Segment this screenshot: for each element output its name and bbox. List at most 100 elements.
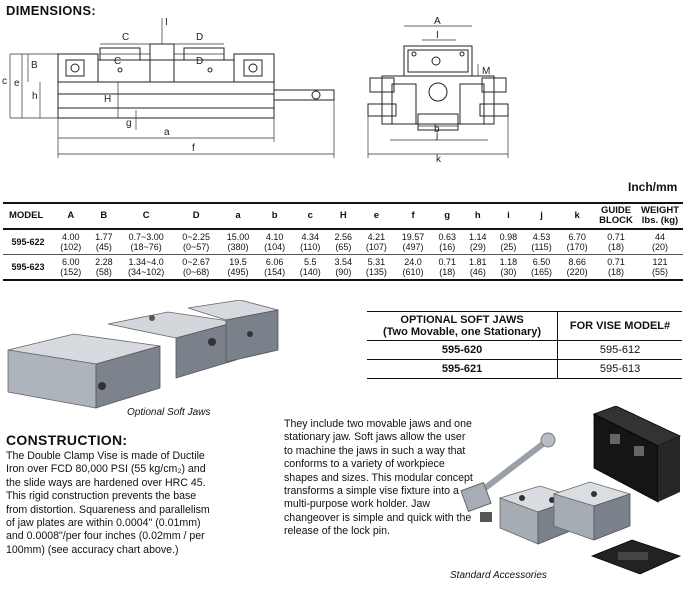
label-M: M: [482, 66, 490, 77]
dims-value-cell: 0.71(18): [595, 229, 637, 255]
dims-value-cell: 4.00(102): [53, 229, 89, 255]
dims-header-g: g: [431, 202, 463, 230]
dims-mm-value: (610): [402, 267, 424, 277]
dims-header-H: H: [328, 202, 359, 230]
dims-value-cell: 1.81(46): [462, 254, 494, 281]
dimensions-heading: DIMENSIONS:: [6, 3, 96, 18]
dims-mm-value: (20): [651, 242, 668, 252]
dims-header-c: c: [292, 202, 329, 230]
dims-value-cell: 0~2.25(0~57): [173, 229, 220, 255]
dims-value-cell: 24.0(610): [394, 254, 432, 281]
dims-value-cell: 19.57(497): [394, 229, 432, 255]
label-j: j: [435, 130, 438, 141]
label-k: k: [436, 154, 442, 164]
dims-mm-value: (46): [469, 267, 486, 277]
dims-inch-value: 44: [654, 232, 665, 242]
label-H: H: [104, 94, 111, 105]
soft-jaws-header-line2: (Two Movable, one Stationary): [382, 326, 542, 338]
dims-inch-value: 19.57: [401, 232, 425, 242]
dims-inch-value: 0.7~3.00: [128, 232, 164, 242]
dims-inch-value: 0.98: [499, 232, 518, 242]
dims-model-cell: 595-623: [3, 254, 53, 281]
dims-value-cell: 1.14(29): [462, 229, 494, 255]
dims-mm-value: (152): [60, 267, 82, 277]
dims-value-cell: 1.77(45): [88, 229, 120, 255]
dims-mm-value: (16): [439, 242, 456, 252]
dims-header-h: h: [462, 202, 494, 230]
label-C-top: C: [122, 32, 129, 43]
dims-inch-value: 1.77: [95, 232, 113, 242]
dims-inch-value: 1.14: [469, 232, 487, 242]
dims-mm-value: (90): [335, 267, 352, 277]
optional-soft-jaws-image: [7, 300, 279, 409]
dims-mm-value: (165): [531, 267, 553, 277]
dims-value-cell: 5.5(140): [292, 254, 329, 281]
soft-jaw-block-3: [187, 300, 279, 363]
dims-header-model: MODEL: [3, 202, 53, 230]
label-c: c: [2, 76, 7, 87]
dims-mm-value: (25): [500, 242, 517, 252]
dims-mm-value: (65): [335, 242, 352, 252]
dims-inch-value: 121: [652, 257, 668, 267]
dims-mm-value: (102): [60, 242, 82, 252]
black-guide-block: [590, 539, 682, 575]
dims-mm-value: (107): [365, 242, 387, 252]
dims-value-cell: 8.66(220): [559, 254, 595, 281]
dims-value-cell: 4.10(104): [256, 229, 293, 255]
dims-value-cell: 4.34(110): [292, 229, 329, 255]
dims-inch-value: 1.18: [499, 257, 518, 267]
dims-mm-value: (135): [365, 267, 387, 277]
dims-value-cell: 0.98(25): [493, 229, 524, 255]
dims-value-cell: 2.28(58): [88, 254, 120, 281]
dims-inch-value: 0~2.25: [182, 232, 211, 242]
label-A: A: [434, 16, 441, 27]
dims-header-k: k: [559, 202, 595, 230]
vise-model: 595-612: [557, 340, 682, 360]
dims-model-cell: 595-622: [3, 229, 53, 255]
unit-note: Inch/mm: [628, 180, 678, 194]
dims-inch-value: 6.50: [532, 257, 551, 267]
dims-inch-value: 0.71: [607, 257, 625, 267]
dims-header-B: B: [88, 202, 120, 230]
dims-value-cell: 6.06(154): [256, 254, 293, 281]
dims-inch-value: 6.06: [265, 257, 284, 267]
dims-value-cell: 19.5(495): [219, 254, 257, 281]
dims-header-A: A: [53, 202, 89, 230]
dims-value-cell: 1.34~4.0(34~102): [119, 254, 174, 281]
dims-mm-value: (45): [95, 242, 112, 252]
soft-jaws-caption: Optional Soft Jaws: [127, 407, 211, 418]
dims-mm-value: (220): [566, 267, 588, 277]
dims-inch-value: 4.21: [367, 232, 386, 242]
dims-header-a: a: [219, 202, 257, 230]
dims-header-b: b: [256, 202, 293, 230]
soft-jaw-block-2: [107, 311, 237, 379]
dims-value-cell: 0.71(18): [595, 254, 637, 281]
label-g: g: [126, 118, 132, 129]
dims-value-cell: 121(55): [637, 254, 683, 281]
dims-table-row: 595-623 6.00(152) 2.28(58)1.34~4.0(34~102)…: [3, 254, 683, 281]
dims-value-cell: 6.50(165): [523, 254, 560, 281]
dims-inch-value: 4.53: [532, 232, 551, 242]
dims-header-i: i: [493, 202, 524, 230]
dims-mm-value: (18): [439, 267, 456, 277]
dims-inch-value: 8.66: [568, 257, 586, 267]
dims-mm-value: (497): [402, 242, 424, 252]
dims-inch-value: 0~2.67: [182, 257, 211, 267]
dims-inch-value: 0.63: [438, 232, 456, 242]
lock-pin-handle: [460, 432, 556, 522]
accessories-text: They include two movable jaws and one st…: [284, 418, 473, 538]
soft-jaws-header-line1: OPTIONAL SOFT JAWS: [400, 314, 524, 326]
soft-jaws-row: 595-621 595-613: [367, 359, 682, 379]
dims-value-cell: 6.70(170): [559, 229, 595, 255]
label-f: f: [192, 143, 195, 154]
dims-value-cell: 0.7~3.00(18~76): [119, 229, 174, 255]
dims-mm-value: (30): [500, 267, 517, 277]
label-b: b: [434, 124, 440, 135]
label-D-top: D: [196, 32, 203, 43]
dims-header-row: MODEL A B C D a b c H e f g h i j k GUID…: [3, 202, 683, 230]
dims-value-cell: 2.56(65): [328, 229, 359, 255]
dims-mm-value: (0~68): [183, 267, 210, 277]
dims-inch-value: 6.00: [62, 257, 80, 267]
dims-inch-value: 4.34: [301, 232, 319, 242]
label-e: e: [14, 78, 20, 89]
